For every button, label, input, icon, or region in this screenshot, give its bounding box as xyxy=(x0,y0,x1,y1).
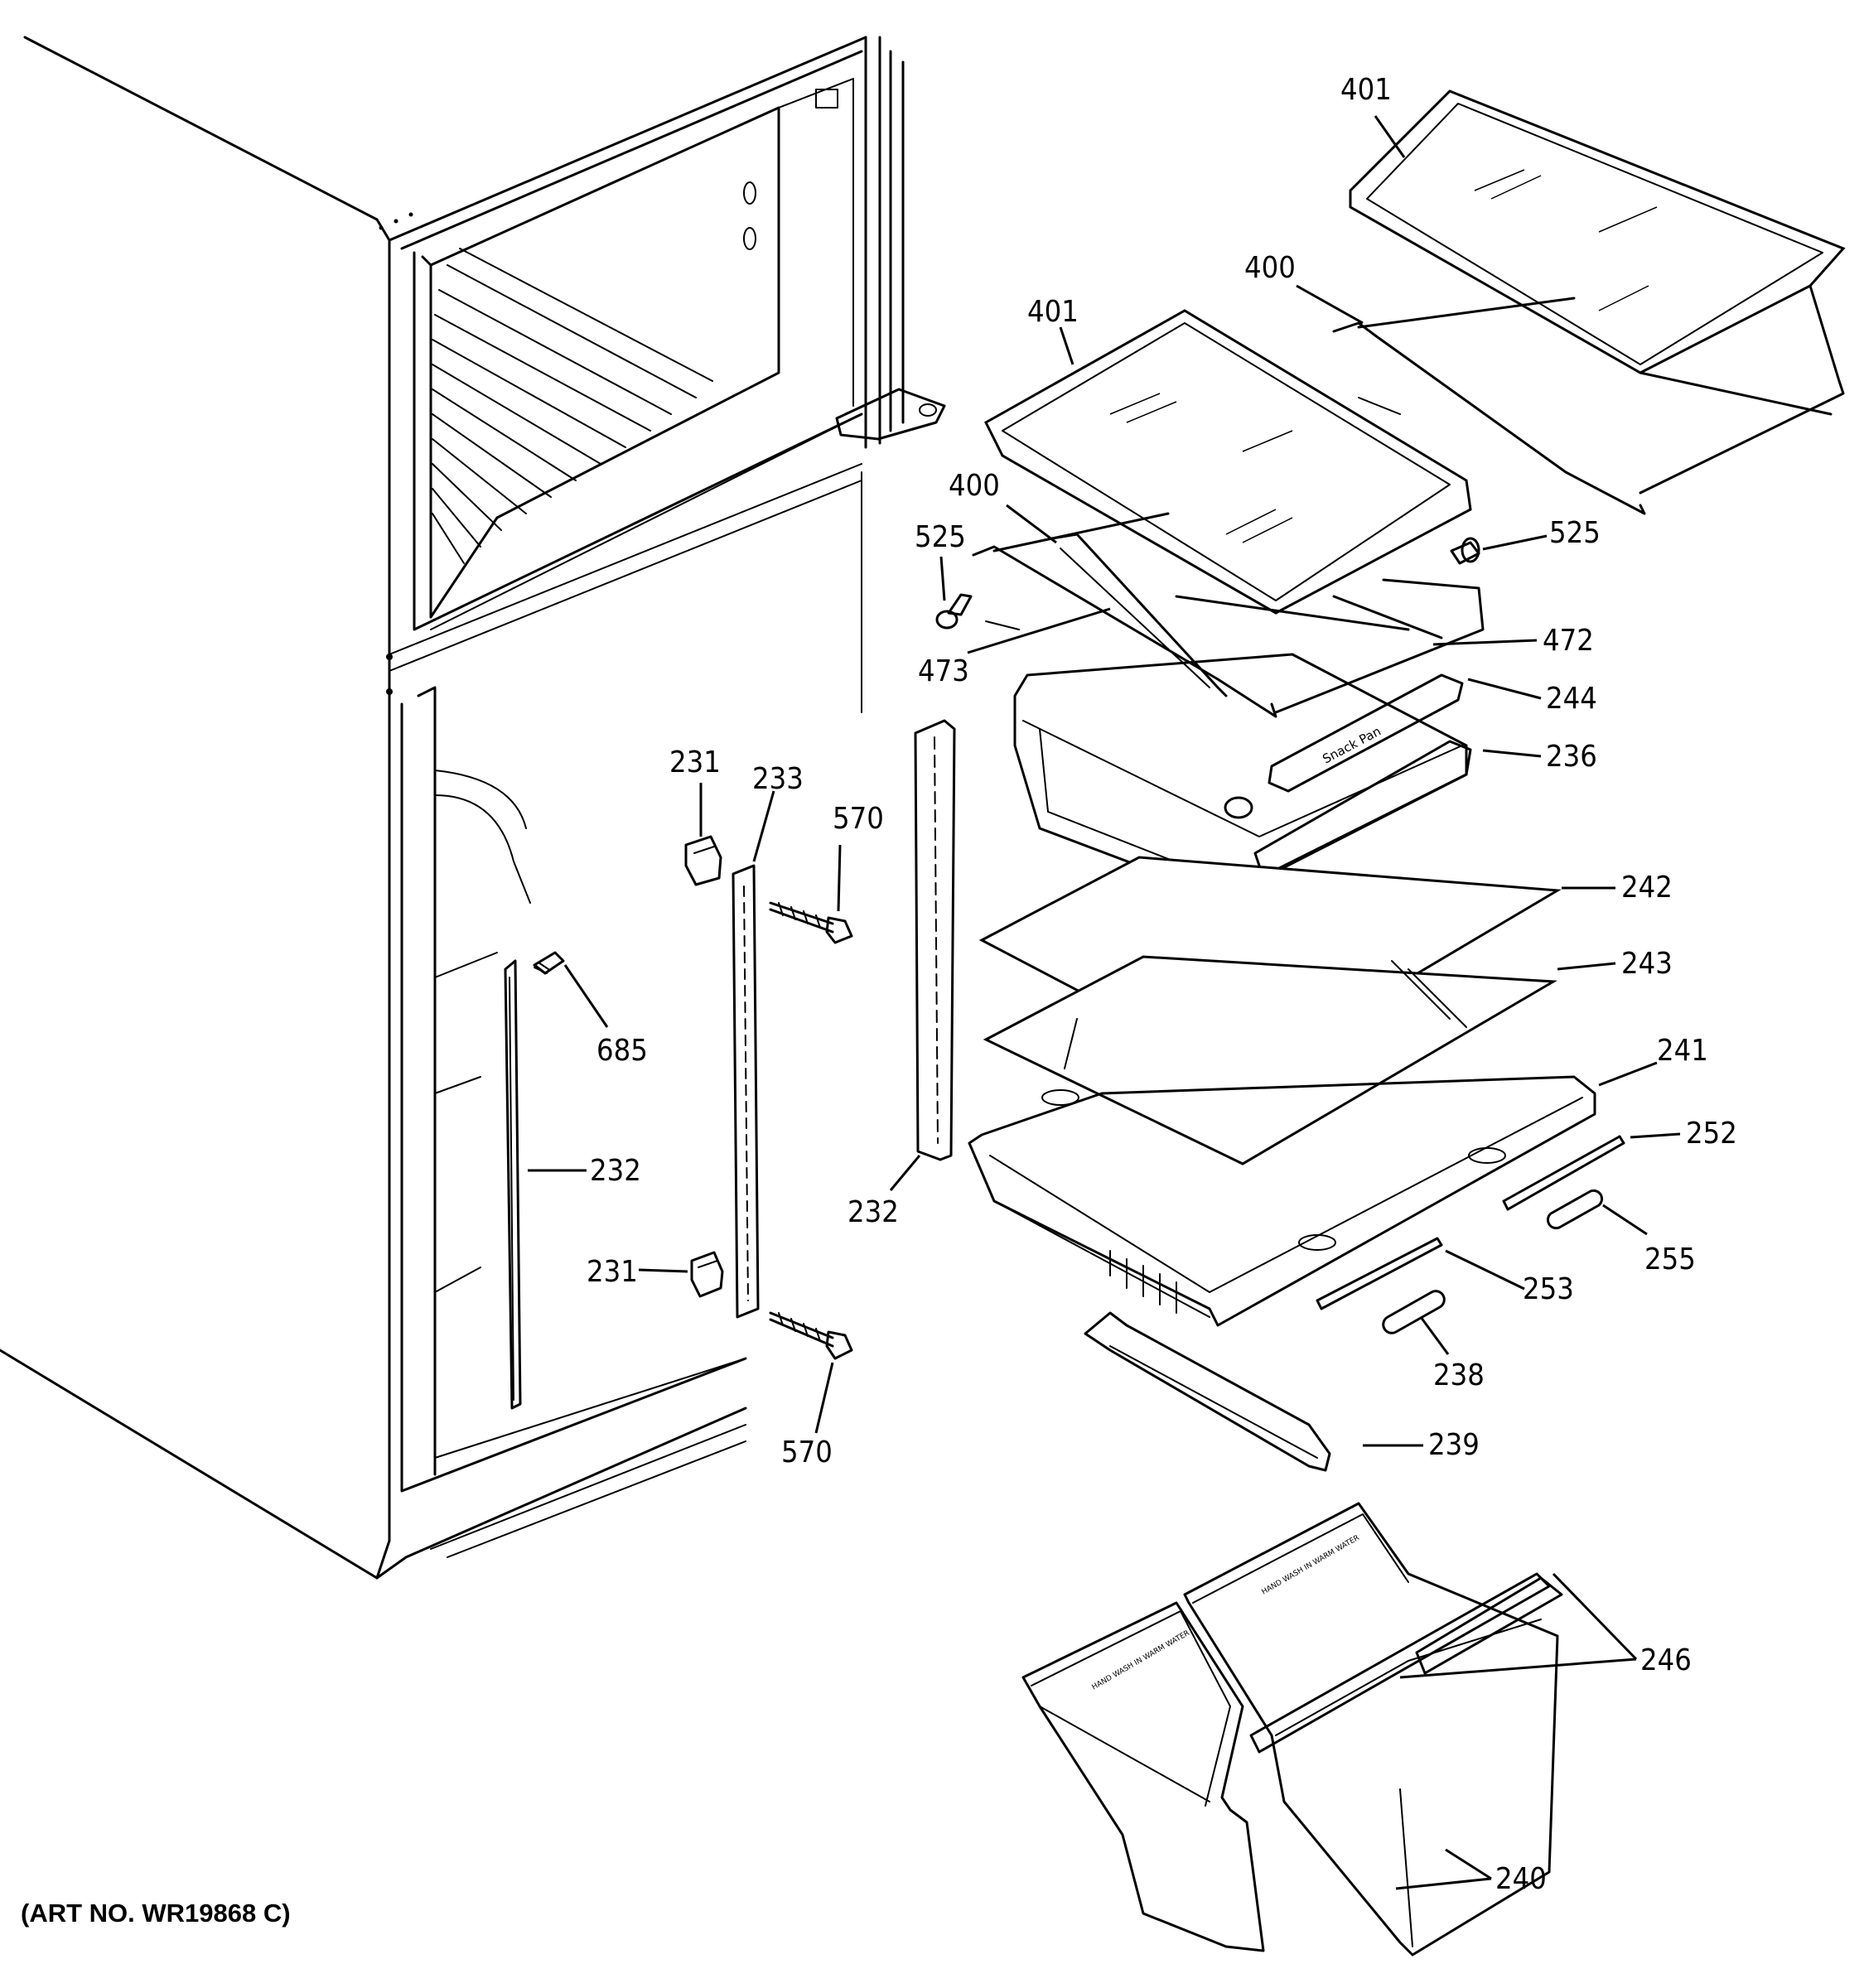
callout-236: 236 xyxy=(1546,740,1597,774)
callout-231-top: 231 xyxy=(669,746,721,779)
shelf-rail-right-232 xyxy=(914,719,956,1161)
shelf-rail-left-232 xyxy=(504,959,522,1410)
callout-525-right: 525 xyxy=(1549,516,1601,550)
pan-bin-240-left: HAND WASH IN WARM WATER xyxy=(1021,1601,1265,1952)
callout-238: 238 xyxy=(1433,1358,1485,1392)
callout-233: 233 xyxy=(752,762,804,796)
pan-bin-label-right: HAND WASH IN WARM WATER xyxy=(1261,1534,1361,1597)
pin-525-right xyxy=(1450,537,1480,565)
roller-238 xyxy=(1382,1290,1446,1334)
shelf-frame-400-upper xyxy=(1332,284,1845,515)
callout-232-right: 232 xyxy=(847,1195,899,1229)
callout-231-bottom: 231 xyxy=(587,1255,638,1289)
pin-525-left xyxy=(935,593,973,630)
pan-handle-246-right xyxy=(1415,1576,1563,1675)
freezer-floor-ribs xyxy=(432,248,713,564)
art-number: (ART NO. WR19868 C) xyxy=(21,1899,291,1928)
callout-401-upper: 401 xyxy=(1340,73,1392,107)
callout-401-lower: 401 xyxy=(1027,295,1079,329)
callout-244: 244 xyxy=(1546,682,1597,716)
glass-shelf-401-upper xyxy=(1349,89,1846,374)
screw-685 xyxy=(533,951,565,975)
shelf-frame-400-lower xyxy=(972,512,1485,718)
glass-shelf-401-lower xyxy=(984,309,1472,615)
callout-246: 246 xyxy=(1640,1643,1692,1677)
screw-570-bottom xyxy=(769,1311,853,1360)
callout-240: 240 xyxy=(1495,1862,1547,1896)
callout-400-upper: 400 xyxy=(1244,251,1296,285)
callout-472: 472 xyxy=(1543,624,1594,658)
leader-lines xyxy=(528,115,1681,1890)
callout-255: 255 xyxy=(1644,1242,1696,1276)
screw-570-top xyxy=(769,901,853,944)
callout-570-top: 570 xyxy=(833,802,884,836)
bracket-231-top xyxy=(684,835,722,886)
pan-handle-246-left xyxy=(1249,1572,1551,1754)
callout-239: 239 xyxy=(1428,1428,1480,1462)
callout-253: 253 xyxy=(1523,1272,1574,1306)
glass-243 xyxy=(983,955,1558,1165)
callout-232-left: 232 xyxy=(590,1154,641,1188)
bracket-253 xyxy=(1316,1237,1443,1310)
callout-243: 243 xyxy=(1621,947,1673,981)
roller-255 xyxy=(1546,1189,1604,1230)
callout-525-left: 525 xyxy=(915,520,966,554)
bracket-231-bottom xyxy=(690,1251,724,1298)
callout-numbers: 401 400 401 400 525 525 473 472 244 236 … xyxy=(587,73,1737,1896)
crisper-tray-241 xyxy=(968,1075,1596,1327)
callout-241: 241 xyxy=(1657,1034,1708,1068)
rail-473 xyxy=(1050,533,1228,697)
refrigerator-cabinet xyxy=(0,36,946,1580)
callout-473: 473 xyxy=(918,654,969,688)
callout-400-lower: 400 xyxy=(949,469,1000,503)
slide-239 xyxy=(1084,1311,1331,1472)
callout-242: 242 xyxy=(1621,871,1673,905)
callout-252: 252 xyxy=(1686,1117,1737,1151)
support-rail-233 xyxy=(732,864,760,1319)
callout-570-bottom: 570 xyxy=(781,1436,833,1469)
callout-685: 685 xyxy=(596,1034,648,1068)
rail-472 xyxy=(1175,595,1443,639)
bracket-252 xyxy=(1502,1135,1625,1211)
